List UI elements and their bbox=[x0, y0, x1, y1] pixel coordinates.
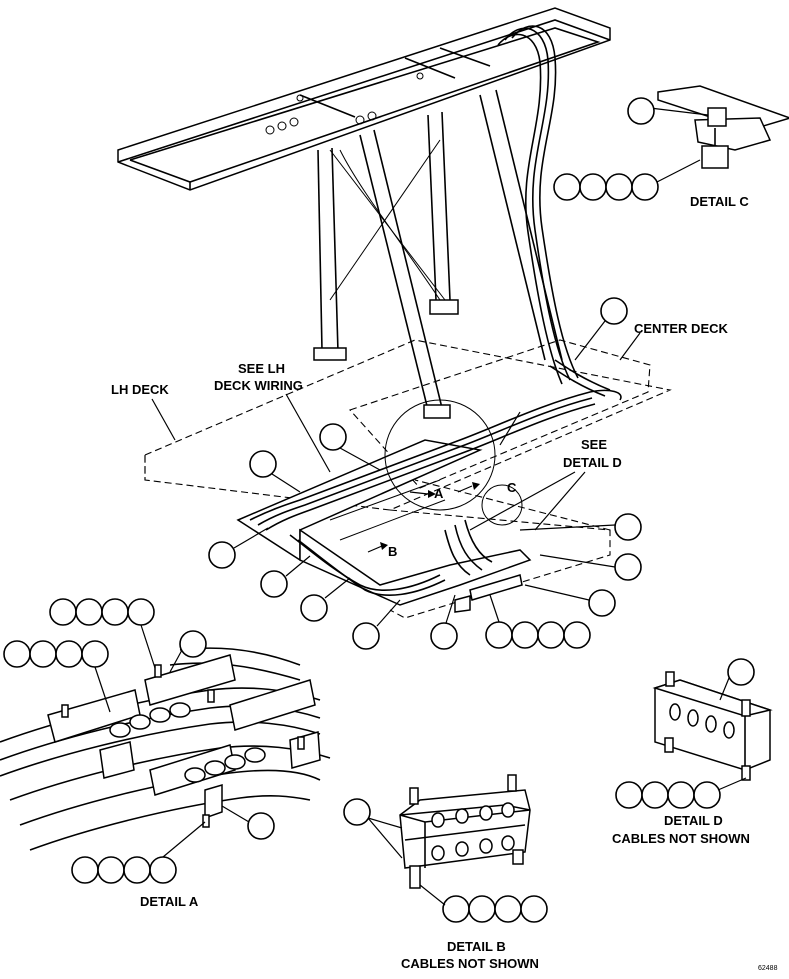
callout-bubble bbox=[667, 781, 695, 809]
callout-bubble bbox=[693, 781, 721, 809]
callout-bubble bbox=[614, 553, 642, 581]
leader-lines bbox=[94, 320, 747, 906]
callout-bubble bbox=[249, 450, 277, 478]
view-b-label: B bbox=[388, 544, 397, 559]
callout-bubble bbox=[563, 621, 591, 649]
callout-bubble bbox=[600, 297, 628, 325]
detail-c-label: DETAIL C bbox=[690, 194, 749, 209]
detail-a-circle bbox=[384, 399, 496, 511]
callout-bubble bbox=[247, 812, 275, 840]
lower-harness bbox=[236, 359, 622, 613]
gantry-frame bbox=[117, 7, 611, 419]
view-a-label: A bbox=[434, 486, 444, 501]
detail-b-drawing bbox=[399, 774, 531, 889]
callout-bubble bbox=[627, 97, 655, 125]
view-c-label: C bbox=[507, 480, 517, 495]
detail-d-label-line1: DETAIL D bbox=[664, 813, 723, 828]
callout-bubble bbox=[727, 658, 755, 686]
callout-bubble bbox=[3, 640, 31, 668]
callout-bubble bbox=[468, 895, 496, 923]
see-lh-label-line1: SEE LH bbox=[238, 361, 285, 376]
callout-bubble bbox=[442, 895, 470, 923]
callout-bubble bbox=[49, 598, 77, 626]
callout-bubble bbox=[485, 621, 513, 649]
detail-a-drawing bbox=[0, 647, 331, 851]
callout-bubble bbox=[615, 781, 643, 809]
callout-bubble bbox=[319, 423, 347, 451]
callout-bubble bbox=[149, 856, 177, 884]
detail-b-label-line1: DETAIL B bbox=[447, 939, 506, 954]
see-lh-label-line2: DECK WIRING bbox=[214, 378, 303, 393]
callout-bubble bbox=[123, 856, 151, 884]
callout-bubble bbox=[553, 173, 581, 201]
callout-bubble bbox=[537, 621, 565, 649]
callout-bubble bbox=[127, 598, 155, 626]
callout-bubble bbox=[520, 895, 548, 923]
callout-bubble bbox=[631, 173, 659, 201]
callout-bubble bbox=[71, 856, 99, 884]
callout-bubble bbox=[81, 640, 109, 668]
see-detail-label-line2: DETAIL D bbox=[563, 455, 622, 470]
detail-a-label: DETAIL A bbox=[140, 894, 199, 909]
callout-bubble bbox=[588, 589, 616, 617]
figure-id: 62488 bbox=[758, 965, 778, 972]
lh-deck-label: LH DECK bbox=[111, 382, 169, 397]
callout-bubble bbox=[97, 856, 125, 884]
callout-bubble bbox=[179, 630, 207, 658]
callout-bubble bbox=[511, 621, 539, 649]
callout-bubble bbox=[300, 594, 328, 622]
callout-bubble bbox=[430, 622, 458, 650]
see-detail-label-line1: SEE bbox=[581, 437, 607, 452]
center-deck-label: CENTER DECK bbox=[634, 321, 729, 336]
callout-bubble bbox=[55, 640, 83, 668]
callout-bubble bbox=[101, 598, 129, 626]
callouts bbox=[3, 97, 755, 923]
detail-c-circle bbox=[481, 484, 523, 526]
callout-bubble bbox=[343, 798, 371, 826]
callout-bubble bbox=[260, 570, 288, 598]
callout-bubble bbox=[208, 541, 236, 569]
callout-bubble bbox=[579, 173, 607, 201]
callout-bubble bbox=[641, 781, 669, 809]
view-arrows bbox=[367, 482, 480, 553]
callout-bubble bbox=[605, 173, 633, 201]
platform-hardware bbox=[265, 72, 424, 135]
callout-bubble bbox=[352, 622, 380, 650]
callout-bubble bbox=[75, 598, 103, 626]
detail-c-drawing bbox=[649, 85, 789, 184]
labels: DETAIL C CENTER DECK SEE LH DECK WIRING … bbox=[111, 194, 778, 972]
callout-bubble bbox=[29, 640, 57, 668]
detail-b-label-line2: CABLES NOT SHOWN bbox=[401, 956, 539, 971]
detail-d-label-line2: CABLES NOT SHOWN bbox=[612, 831, 750, 846]
detail-d-drawing bbox=[652, 671, 773, 781]
callout-bubble bbox=[614, 513, 642, 541]
callout-bubble bbox=[494, 895, 522, 923]
